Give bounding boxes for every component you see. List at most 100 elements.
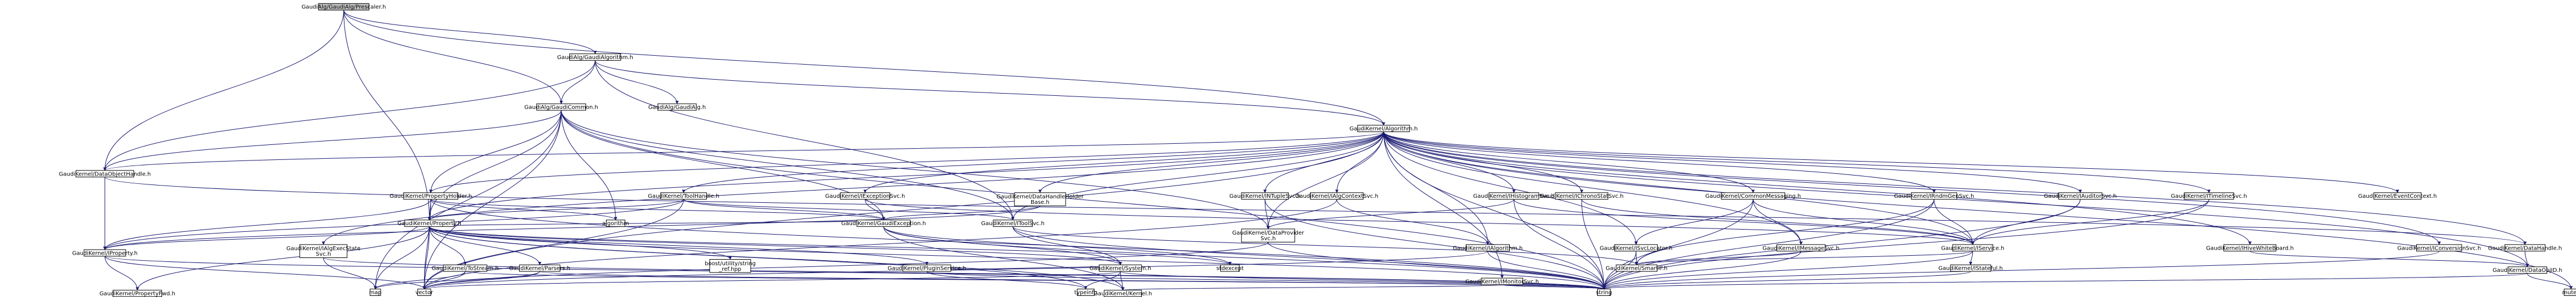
node-label: boost/utility/string (705, 261, 756, 267)
node-n24[interactable]: GaudiKernel/Parsers.h (509, 264, 570, 272)
node-n23[interactable]: GaudiKernel/ToStream.h (432, 264, 499, 272)
node-n1[interactable]: GaudiAlg/GaudiAlgorithm.h (557, 53, 633, 61)
node-box (1099, 264, 1142, 272)
edge-n31-to-n49 (1084, 271, 1121, 290)
edge-n4-to-n35 (1383, 132, 1504, 279)
edge-n9-to-n20 (103, 206, 1041, 250)
node-n8[interactable]: GaudiKernel/IExceptionSvc.h (825, 192, 905, 199)
node-n28[interactable]: GaudiKernel/IToolSvc.h (981, 220, 1045, 227)
node-label: Base.h (1031, 199, 1050, 206)
node-n42[interactable]: GaudiKernel/DataObjID.h (2493, 266, 2562, 274)
node-n13[interactable]: GaudiKernel/IChronoStatSvc.h (1540, 192, 1623, 199)
node-box (569, 53, 621, 61)
node-n44[interactable]: algorithm (602, 220, 629, 227)
node-n4[interactable]: GaudiKernel/Algorithm.h (1349, 125, 1418, 132)
node-label: GaudiKernel/PluginService.h (888, 266, 966, 272)
node-box (443, 264, 487, 272)
edge-n19-to-n23 (429, 226, 467, 265)
node-n16[interactable]: GaudiKernel/IAuditorSvc.h (2044, 192, 2117, 199)
node-box (1014, 192, 1066, 206)
node-label: GaudiKernel/ToStream.h (432, 266, 499, 272)
node-label: GaudiKernel/IConversionSvc.h (2397, 245, 2481, 251)
node-n46[interactable]: map (369, 289, 382, 296)
node-n37[interactable]: GaudiKernel/IService.h (1941, 244, 2004, 251)
edge-n35-to-n32 (1121, 284, 1503, 291)
edge-n10-to-n47 (1264, 199, 1606, 290)
edge-n36-to-n34 (1635, 251, 1801, 265)
node-label: GaudiKernel/IMonitorSvc.h (1465, 279, 1539, 285)
node-n2[interactable]: GaudiAlg/GaudiCommon.h (524, 103, 598, 111)
node-label: GaudiKernel/IProperty.h (72, 250, 137, 256)
node-n48[interactable]: stdexcept (1216, 264, 1244, 272)
edge-n7-to-n20 (103, 199, 684, 250)
node-n12[interactable]: GaudiKernel/IHistogramSvc.h (1473, 192, 1555, 199)
node-n27[interactable]: GaudiKernel/GaudiException.h (841, 220, 926, 227)
node-n5[interactable]: GaudiKernel/DataObjectHandle.h (59, 170, 151, 177)
edge-n15-to-n47 (1602, 199, 1934, 290)
node-n43[interactable]: mutex (2562, 289, 2576, 296)
edge-n4-to-n36 (1383, 132, 1803, 245)
node-box (1310, 192, 1364, 200)
node-label: GaudiKernel/INTupleSvc.h (1229, 193, 1301, 199)
node-n31[interactable]: GaudiKernel/System.h (1090, 264, 1151, 272)
node-n10[interactable]: GaudiKernel/INTupleSvc.h (1229, 192, 1301, 199)
edge-n21-to-n46 (323, 257, 377, 290)
edge-n4-to-n8 (863, 132, 1384, 193)
edge-n6-to-n20 (103, 199, 431, 250)
node-n30[interactable]: GaudiKernel/IAlgorithm.h (1453, 244, 1523, 251)
edge-n28-to-n31 (1012, 226, 1122, 265)
node-n34[interactable]: GaudiKernel/SmartIF.h (1605, 264, 1667, 272)
node-n40[interactable]: GaudiKernel/IConversionSvc.h (2397, 244, 2481, 252)
node-n38[interactable]: GaudiKernel/IStateful.h (1938, 264, 2003, 272)
node-n6[interactable]: GaudiKernel/PropertyHolder.h (390, 192, 472, 199)
edge-n19-to-n47 (429, 226, 1606, 290)
node-n3[interactable]: GaudiAlg/GaudiAlg.h (648, 103, 706, 111)
edge-n4-to-n9 (1038, 132, 1384, 193)
node-n33[interactable]: GaudiKernel/ISvcLocator.h (1600, 244, 1673, 251)
node-label: GaudiKernel/IHistogramSvc.h (1473, 193, 1554, 199)
edge-n1-to-n3 (594, 60, 679, 104)
node-label: GaudiAlg/GaudiAlgorithm.h (557, 55, 633, 61)
node-box (1950, 264, 1991, 272)
node-n45[interactable]: vector (415, 289, 434, 296)
node-box (856, 220, 911, 227)
node-n35[interactable]: GaudiKernel/IMonitorSvc.h (1465, 277, 1539, 285)
node-n18[interactable]: GaudiKernel/EventContext.h (2358, 192, 2437, 199)
edge-n27-to-n32 (883, 226, 1125, 291)
edge-n26-to-n47 (927, 271, 1605, 290)
node-n32[interactable]: GaudiKernel/Kernel.h (1094, 290, 1152, 297)
node-label: GaudiKernel/System.h (1090, 266, 1151, 272)
node-n26[interactable]: GaudiKernel/PluginService.h (888, 264, 966, 272)
node-n39[interactable]: GaudiKernel/IHiveWhiteBoard.h (2206, 244, 2294, 251)
node-n49[interactable]: typeinfo (1075, 289, 1097, 296)
node-label: Svc.h (316, 251, 331, 257)
node-label: GaudiKernel/DataObjID.h (2493, 267, 2562, 274)
node-layer: GaudiAlg/GaudiAlg/Prescaler.hGaudiAlg/Ga… (59, 3, 2576, 297)
edge-n4-to-n6 (429, 132, 1384, 193)
node-box (2416, 244, 2462, 252)
node-n7[interactable]: GaudiKernel/ToolHandle.h (648, 192, 720, 199)
edge-n41-to-n42 (2524, 251, 2529, 267)
node-n19[interactable]: GaudiKernel/Property.h (397, 220, 461, 227)
edge-n36-to-n47 (1602, 251, 1801, 290)
node-n14[interactable]: GaudiKernel/CommonMessaging.h (1705, 192, 1801, 199)
node-n15[interactable]: GaudiKernel/IRndmGenSvc.h (1894, 192, 1974, 199)
node-label: GaudiKernel/CommonMessaging.h (1705, 193, 1801, 199)
node-n11[interactable]: GaudiKernel/IAlgContextSvc.h (1295, 192, 1378, 200)
node-n0[interactable]: GaudiAlg/GaudiAlg/Prescaler.h (302, 3, 386, 11)
node-n41[interactable]: GaudiKernel/DataHandle.h (2488, 244, 2562, 251)
edge-n38-to-n47 (1602, 271, 1971, 290)
edge-n2-to-n47 (561, 110, 1606, 290)
node-n17[interactable]: GaudiKernel/ITimelineSvc.h (2171, 192, 2247, 199)
edge-n14-to-n47 (1602, 199, 1754, 290)
node-n47[interactable]: string (1596, 289, 1612, 296)
node-n22[interactable]: GaudiKernel/PropertyFwd.h (100, 290, 175, 297)
node-n36[interactable]: GaudiKernel/IMessageSvc.h (1762, 244, 1839, 251)
node-label: GaudiKernel/GaudiException.h (841, 221, 926, 227)
node-n20[interactable]: GaudiKernel/IProperty.h (72, 249, 137, 256)
node-n25[interactable]: boost/utility/string_ref.hpp (705, 259, 756, 273)
